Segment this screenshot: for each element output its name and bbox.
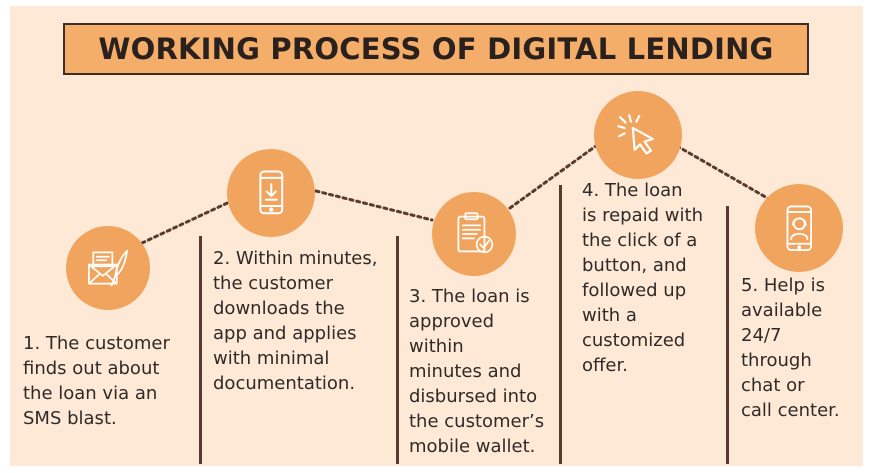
phone-support-icon [786, 205, 812, 251]
step-3-line: mobile wallet. [409, 436, 536, 457]
step-3-line: 3. The loan is [409, 286, 530, 307]
step-3-description: 3. The loan is approved within minutes a… [409, 284, 544, 459]
step-2-line: app and applies [213, 323, 357, 344]
phone-download-icon [259, 170, 283, 214]
page-title: WORKING PROCESS OF DIGITAL LENDING [98, 32, 774, 66]
step-3-icon-circle [432, 192, 516, 276]
step-4-icon-circle [594, 91, 682, 179]
divider-1 [199, 236, 202, 464]
step-1-line: SMS blast. [23, 408, 117, 429]
step-1-description: 1. The customer finds out about the loan… [23, 331, 170, 431]
divider-3 [559, 185, 562, 464]
step-1-icon-circle [66, 226, 150, 310]
step-4-description: 4. The loan is repaid with the click of … [582, 178, 703, 378]
step-5-icon-circle [755, 184, 843, 272]
step-2-line: with minimal [213, 348, 330, 369]
divider-4 [726, 206, 729, 464]
step-5-line: call center. [741, 400, 840, 421]
step-4-line: followed up [582, 280, 687, 301]
step-3-line: minutes and [409, 361, 522, 382]
step-3-line: approved [409, 311, 495, 332]
step-3-line: within [409, 336, 464, 357]
title-banner: WORKING PROCESS OF DIGITAL LENDING [63, 23, 809, 75]
envelope-feather-icon [88, 249, 128, 287]
cursor-click-icon [616, 113, 654, 155]
step-2-line: 2. Within minutes, [213, 248, 378, 269]
step-1-line: 1. The customer [23, 333, 170, 354]
step-4-line: is repaid with [582, 205, 703, 226]
step-4-line: customized [582, 330, 686, 351]
step-5-line: 24/7 [741, 325, 782, 346]
step-5-line: chat or [741, 375, 805, 396]
divider-2 [396, 236, 399, 464]
step-3-line: the customer’s [409, 411, 545, 432]
step-3-line: disbursed into [409, 386, 538, 407]
step-5-description: 5. Help is available 24/7 through chat o… [741, 273, 840, 423]
step-1-line: finds out about [23, 358, 160, 379]
step-4-line: the click of a [582, 230, 698, 251]
step-5-line: through [741, 350, 812, 371]
step-5-line: available [741, 300, 823, 321]
step-2-icon-circle [227, 149, 315, 237]
step-4-line: with a [582, 305, 637, 326]
clipboard-approved-icon [457, 212, 494, 254]
step-2-line: downloads the [213, 298, 345, 319]
step-4-line: button, and [582, 255, 687, 276]
step-5-line: 5. Help is [741, 275, 826, 296]
step-2-description: 2. Within minutes, the customer download… [213, 246, 377, 396]
step-2-line: documentation. [213, 373, 356, 394]
step-1-line: the loan via an [23, 383, 158, 404]
step-2-line: the customer [213, 273, 334, 294]
step-4-line: offer. [582, 355, 628, 376]
step-4-line: 4. The loan [582, 180, 683, 201]
